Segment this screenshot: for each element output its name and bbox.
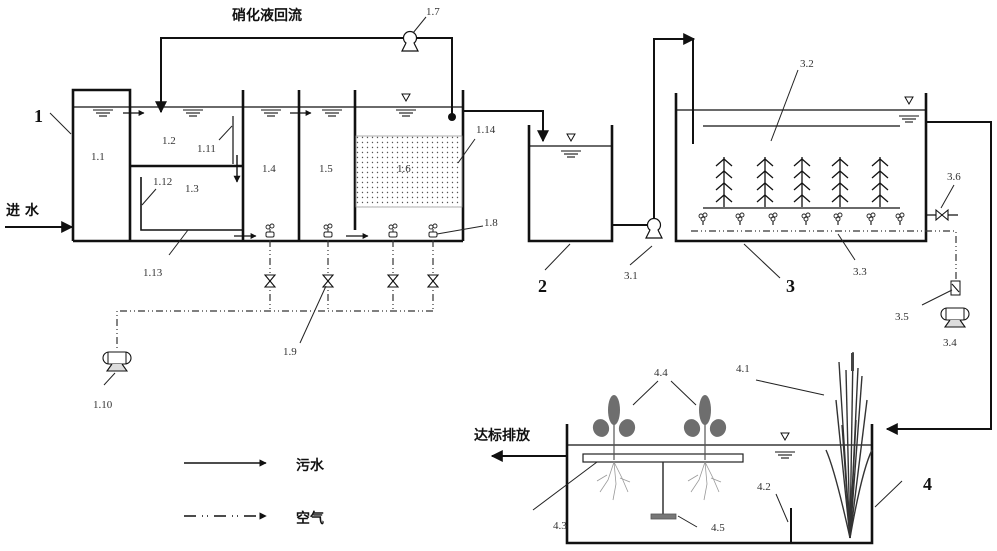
label-4-1: 4.1 [736, 363, 750, 375]
label-1-4: 1.4 [262, 163, 276, 175]
recirculation-title: 硝化液回流 [232, 7, 302, 24]
outlet-label: 达标排放 [474, 427, 531, 444]
legend-sewage-label: 污水 [296, 457, 325, 474]
label-4-2: 4.4 [654, 367, 668, 379]
label-3-6: 3.6 [947, 171, 961, 183]
label-3-2: 3.2 [800, 58, 814, 70]
drain-valve-icon [935, 209, 949, 221]
unit-1-label: 1 [34, 106, 43, 126]
unit-4-tank [565, 351, 874, 545]
filler-media-1-6 [355, 135, 463, 208]
label-3-5: 3.5 [895, 311, 909, 323]
label-1-10: 1.10 [93, 399, 113, 411]
label-3-1: 3.1 [624, 270, 638, 282]
blower-icon [102, 351, 132, 372]
lift-pipe [612, 33, 696, 239]
label-1-14: 1.14 [476, 124, 496, 136]
air-valve-icon [322, 274, 334, 288]
label-1-3: 1.3 [185, 183, 199, 195]
legend-air-label: 空气 [296, 510, 324, 527]
reed-plant-icon [825, 351, 873, 539]
unit-1-tank [71, 88, 465, 243]
pipe-1-to-2 [463, 110, 549, 143]
label-1-8: 1.8 [484, 217, 498, 229]
label-3-4: 3.4 [943, 337, 957, 349]
air-valve-icon [264, 274, 276, 288]
blower-3-icon [940, 307, 970, 328]
unit-2-tank [527, 125, 614, 243]
label-3-3: 3.3 [853, 266, 867, 278]
label-1-5: 1.5 [319, 163, 333, 175]
label-1-1: 1.1 [91, 151, 105, 163]
unit-4-label: 4 [923, 474, 932, 494]
unit-2-label: 2 [538, 276, 547, 296]
label-1-9: 1.9 [283, 346, 297, 358]
label-4-5: 4.5 [711, 522, 725, 534]
nitrification-recirculation-line [155, 30, 456, 121]
label-4-2b: 4.2 [757, 481, 771, 493]
floating-plant-icon [592, 395, 636, 501]
label-1-13: 1.13 [143, 267, 163, 279]
pipe-3-to-4 [885, 121, 992, 435]
legend: 污水 空气 [184, 457, 325, 527]
label-1-12: 1.12 [153, 176, 172, 188]
label-1-2: 1.2 [162, 135, 176, 147]
lift-pump-icon [645, 217, 663, 239]
air-valve-icon [427, 274, 439, 288]
label-4-3: 4.3 [553, 520, 567, 532]
air-valve-icon [387, 274, 399, 288]
unit-3-tank [674, 93, 970, 328]
label-1-6: 1.6 [397, 163, 411, 175]
unit-3-label: 3 [786, 276, 795, 296]
label-1-11: 1.11 [197, 143, 216, 155]
inlet-label: 进 水 [6, 202, 40, 219]
recirculation-pump-icon [401, 30, 419, 52]
floating-plant-icon [683, 395, 727, 501]
label-1-7: 1.7 [426, 6, 440, 18]
unit-1-air-system [102, 240, 439, 372]
